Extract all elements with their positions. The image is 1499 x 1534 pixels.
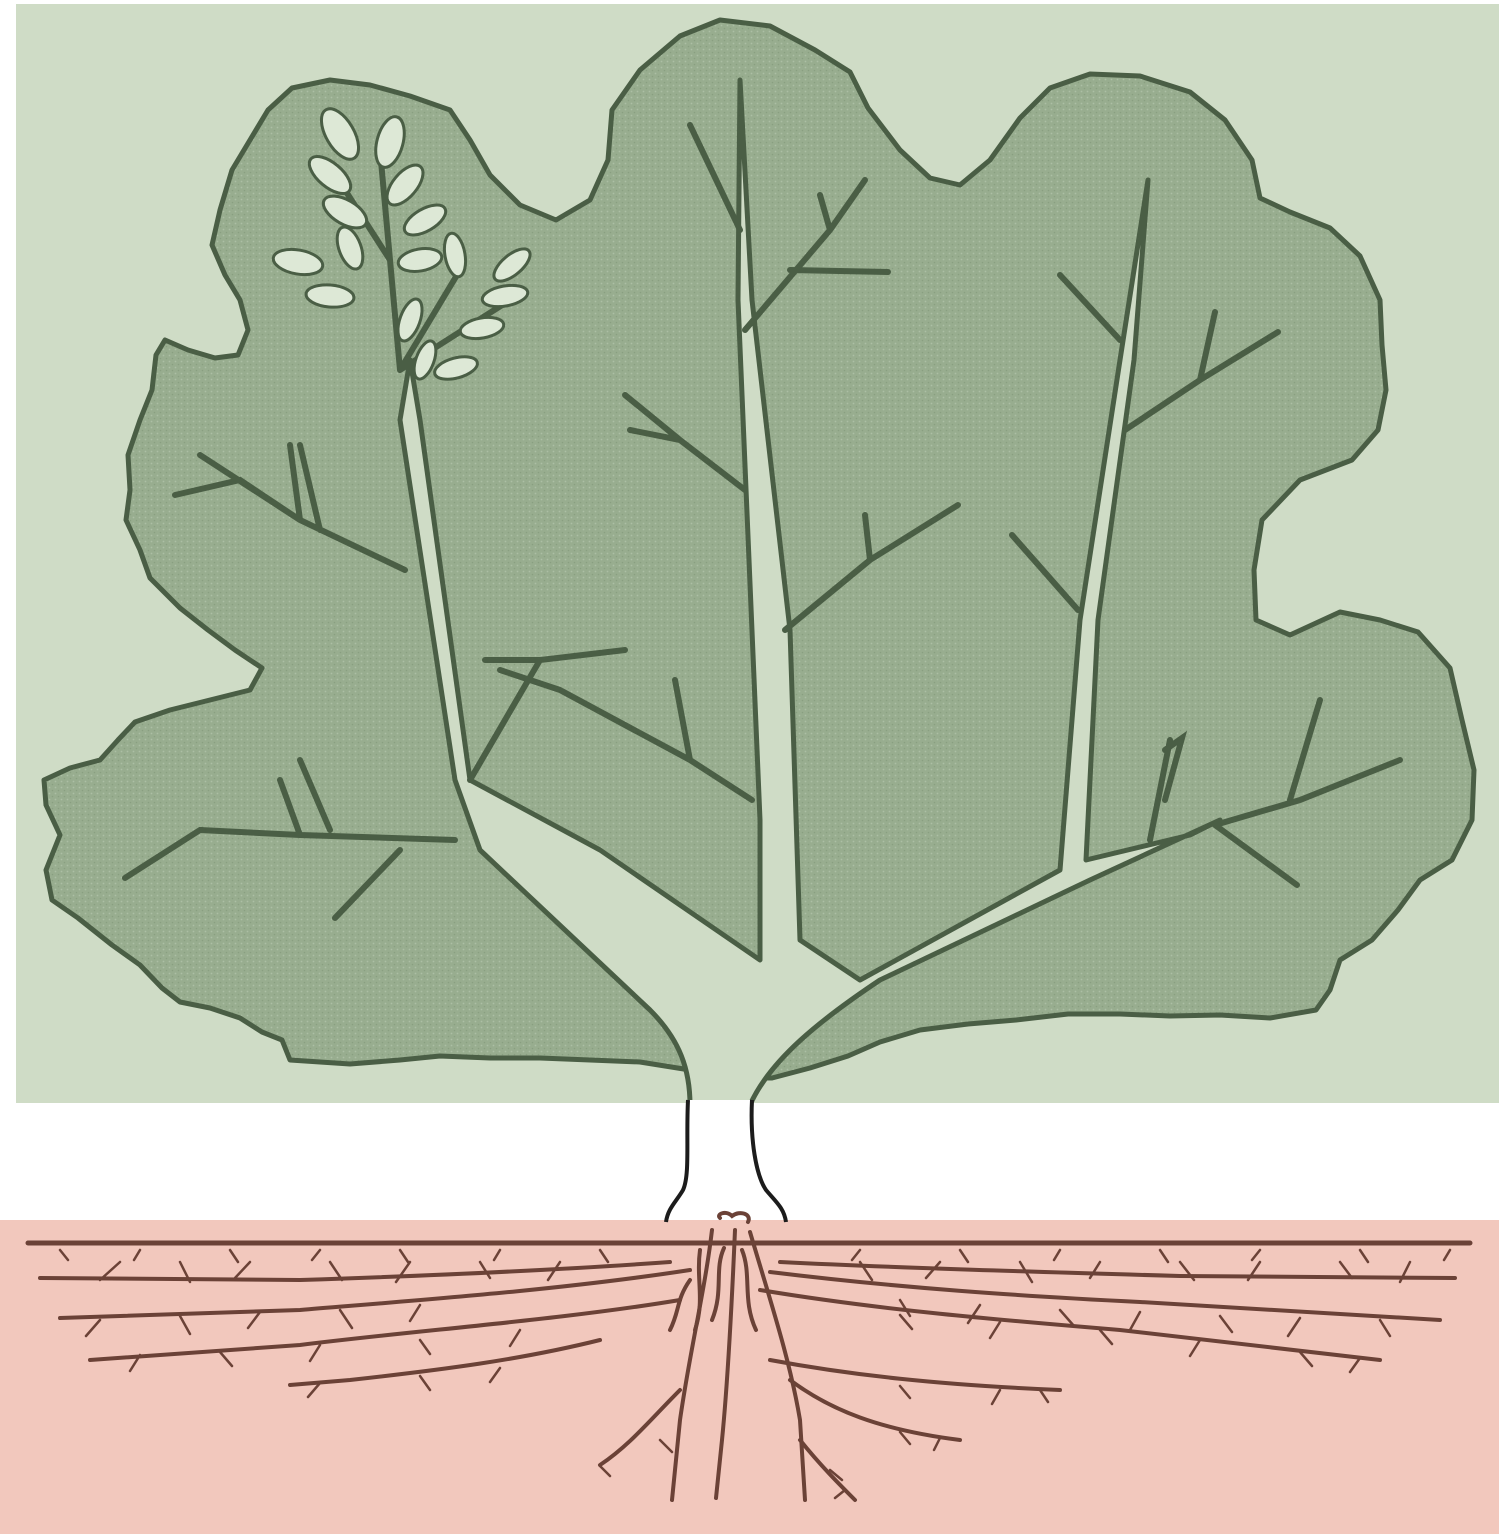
soil-band <box>0 1220 1499 1534</box>
